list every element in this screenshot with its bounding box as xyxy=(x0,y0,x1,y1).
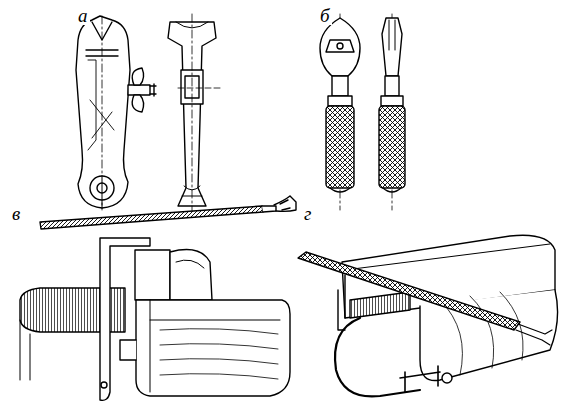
clamp-holder-front xyxy=(76,16,156,210)
panel-letter: а xyxy=(76,6,90,25)
vise-with-bracket xyxy=(20,196,296,400)
panel-letter: г xyxy=(302,204,313,223)
handle-holder-front xyxy=(320,14,360,210)
clamp-holder-side xyxy=(168,14,222,212)
vise-with-file xyxy=(298,235,558,396)
panel-letter: в xyxy=(10,204,22,223)
panel-letter: б xyxy=(318,6,332,25)
handle-holder-side xyxy=(379,14,405,210)
